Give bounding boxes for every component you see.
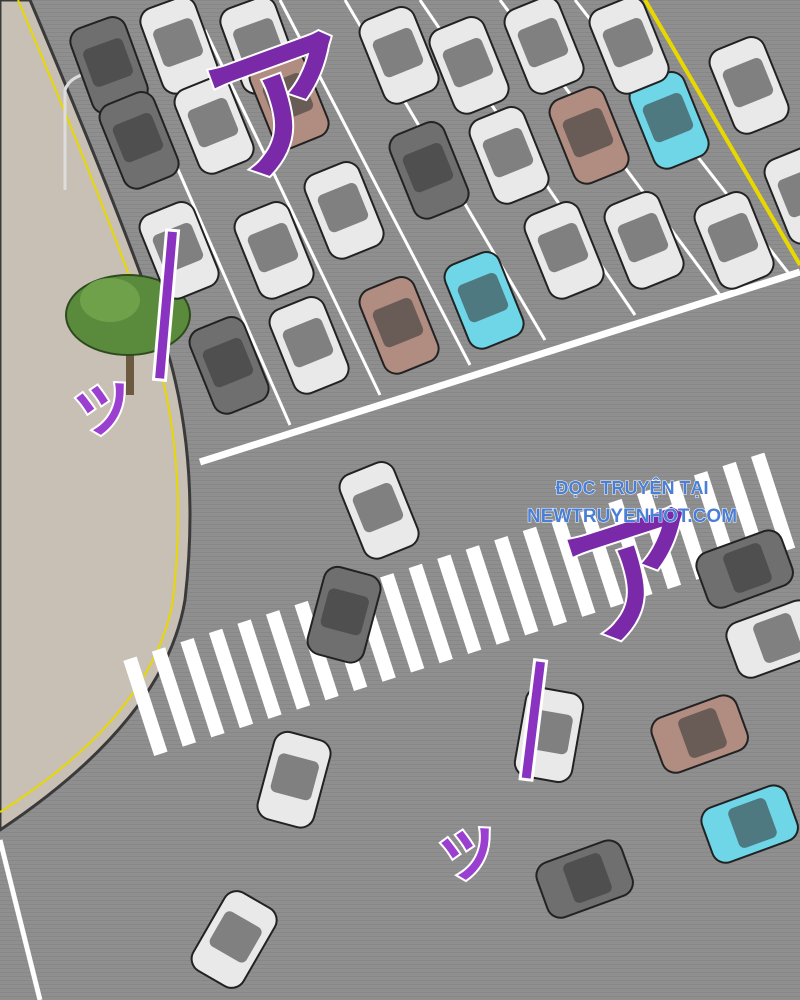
car (173, 76, 255, 175)
road-edge-line (0, 839, 43, 1000)
car (98, 91, 180, 190)
watermark-line1: ĐỌC TRUYỆN TẠI (556, 477, 709, 498)
yellow-lane-line (643, 0, 800, 267)
car (650, 694, 749, 774)
watermark: ĐỌC TRUYỆN TẠI NEWTRUYENHOT.COM (526, 477, 737, 528)
car (708, 36, 790, 135)
watermark-line2: NEWTRUYENHOT.COM (527, 506, 737, 527)
curb-yellow-line (0, 0, 179, 813)
car (139, 0, 219, 95)
car (603, 191, 685, 290)
car (388, 121, 470, 220)
car (233, 201, 315, 300)
sidewalk (0, 0, 192, 832)
car (190, 890, 278, 989)
car (443, 251, 525, 350)
sfx-slash-top (151, 228, 181, 382)
car (535, 839, 634, 919)
car (69, 16, 149, 115)
car (358, 6, 440, 105)
car (338, 461, 420, 560)
car (268, 296, 350, 395)
car (700, 784, 799, 864)
car (503, 0, 585, 95)
car (358, 276, 440, 375)
car (306, 565, 382, 664)
car (693, 191, 775, 290)
car (303, 161, 385, 260)
car (188, 316, 270, 415)
car (725, 599, 800, 679)
parking-boundary-line (198, 268, 800, 466)
car (548, 86, 630, 185)
car (695, 529, 794, 609)
car (428, 16, 510, 115)
sfx-slash-bottom (518, 658, 549, 782)
car (763, 146, 800, 245)
car (468, 106, 550, 205)
car (248, 51, 330, 150)
car (628, 71, 710, 170)
car (523, 201, 605, 300)
car (588, 0, 670, 95)
car (256, 730, 332, 829)
